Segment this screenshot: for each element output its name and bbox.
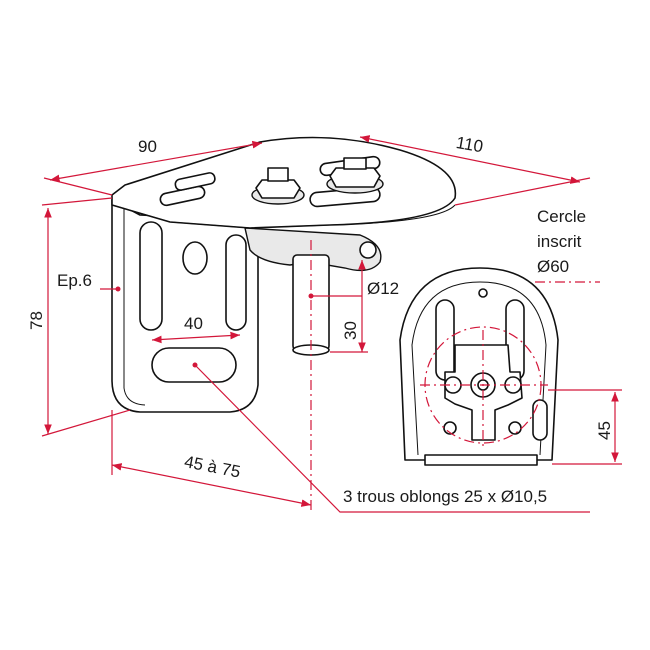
dim-depth-top: 110 — [455, 133, 485, 156]
dim-width-top: 90 — [138, 137, 157, 156]
dim-rod-length: 30 — [341, 321, 360, 340]
holes-label: 3 trous oblongs 25 x Ø10,5 — [343, 487, 547, 506]
dim-thickness: Ep.6 — [57, 271, 92, 290]
front-base — [424, 454, 538, 466]
dimension-lines — [41, 135, 622, 513]
dim-offset-range: 45 à 75 — [183, 452, 242, 481]
bracket-front-view — [399, 267, 559, 466]
dim-slot-spacing: 40 — [184, 314, 203, 333]
vertical-slot-right — [225, 234, 247, 331]
nut-left — [251, 167, 305, 205]
circle-label-3: Ø60 — [537, 257, 569, 276]
dim-rod-diameter: Ø12 — [367, 279, 399, 298]
circle-label-1: Cercle — [537, 207, 586, 226]
dim-height: 78 — [27, 311, 46, 330]
round-hole — [182, 241, 208, 275]
dim-front-height: 45 — [595, 421, 614, 440]
vertical-slot-left — [139, 221, 163, 331]
circle-label-2: inscrit — [537, 232, 582, 251]
